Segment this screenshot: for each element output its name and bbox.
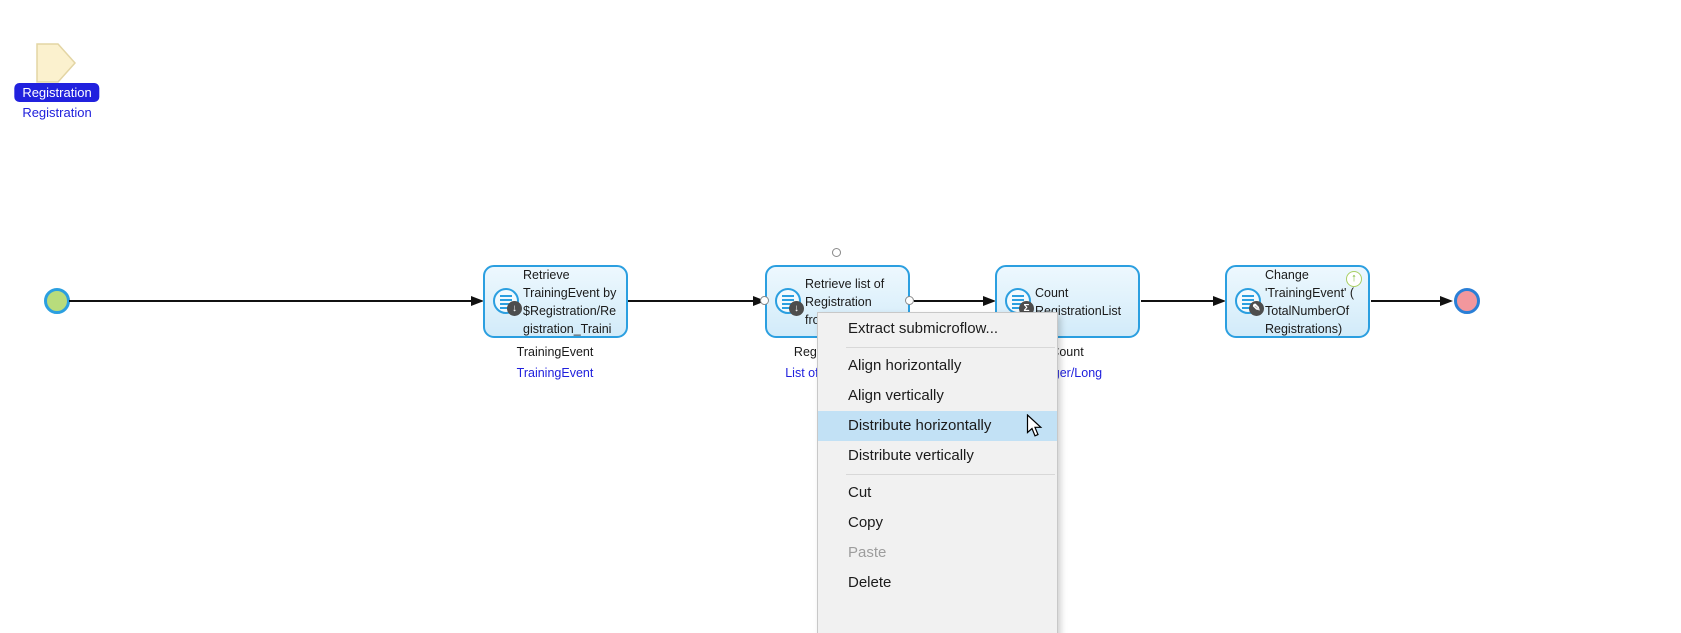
sequence-flow-count-to-change[interactable] — [1141, 296, 1226, 306]
list-lines-icon — [1012, 294, 1024, 297]
commit-badge-icon: ↑ — [1346, 271, 1362, 287]
mouse-cursor-icon — [1026, 414, 1043, 437]
parameter-caption: Registration — [22, 105, 92, 120]
sequence-flow-start-to-retrieve[interactable] — [69, 296, 484, 306]
aggregate-icon: Σ — [1005, 287, 1034, 316]
end-event[interactable] — [1454, 288, 1480, 314]
activity-title: Retrieve list of Registration fro — [805, 276, 885, 327]
output-variable-type: TrainingEvent — [516, 366, 594, 380]
output-variable-name: TrainingEvent — [516, 345, 594, 359]
menu-separator — [846, 347, 1055, 348]
sequence-flow-change-to-end[interactable] — [1371, 296, 1453, 306]
selection-handle-top[interactable] — [832, 248, 841, 257]
list-lines-icon — [500, 294, 512, 297]
output-variable-name: Count — [1050, 345, 1084, 359]
menu-item-delete[interactable]: Delete — [848, 574, 892, 591]
download-badge-icon: ↓ — [507, 300, 522, 316]
selection-handle-right[interactable] — [905, 296, 914, 305]
parameter-icon[interactable] — [36, 43, 76, 83]
activity-title: Change 'TrainingEvent' ( TotalNumberOf R… — [1265, 267, 1355, 336]
selection-handle-left[interactable] — [760, 296, 769, 305]
change-object-icon: ✎ — [1235, 287, 1264, 316]
menu-item-extract-submicroflow[interactable]: Extract submicroflow... — [848, 320, 999, 337]
sum-badge-icon: Σ — [1019, 300, 1034, 316]
arrowhead-icon — [753, 296, 766, 306]
arrowhead-icon — [471, 296, 484, 306]
menu-item-distribute-horizontally[interactable]: Distribute horizontally — [818, 411, 1057, 441]
activity-change-trainingevent[interactable]: ✎ Change 'TrainingEvent' ( TotalNumberOf… — [1225, 265, 1370, 338]
menu-item-align-vertically[interactable]: Align vertically — [848, 387, 944, 404]
retrieve-icon: ↓ — [775, 287, 804, 316]
list-lines-icon — [782, 294, 794, 297]
menu-item-align-horizontally[interactable]: Align horizontally — [848, 357, 962, 374]
arrowhead-icon — [1213, 296, 1226, 306]
retrieve-icon: ↓ — [493, 287, 522, 316]
download-badge-icon: ↓ — [789, 300, 804, 316]
context-menu: Extract submicroflow... Align horizontal… — [817, 312, 1058, 633]
menu-item-paste: Paste — [848, 544, 887, 561]
activity-retrieve-trainingevent[interactable]: ↓ Retrieve TrainingEvent by $Registratio… — [483, 265, 628, 338]
sequence-flow-retrievelist-to-count[interactable] — [914, 296, 996, 306]
sequence-flow-retrieve-to-retrievelist[interactable] — [628, 296, 766, 306]
edit-badge-icon: ✎ — [1249, 300, 1264, 316]
menu-item-copy[interactable]: Copy — [848, 514, 884, 531]
arrowhead-icon — [1440, 296, 1453, 306]
start-event[interactable] — [44, 288, 70, 314]
menu-separator — [846, 474, 1055, 475]
arrowhead-icon — [983, 296, 996, 306]
menu-item-cut[interactable]: Cut — [848, 484, 872, 501]
activity-title: Retrieve TrainingEvent by $Registration/… — [523, 267, 617, 336]
parameter-caption-selected: Registration — [14, 83, 100, 102]
list-lines-icon — [1242, 294, 1254, 297]
menu-item-distribute-vertically[interactable]: Distribute vertically — [848, 447, 974, 464]
